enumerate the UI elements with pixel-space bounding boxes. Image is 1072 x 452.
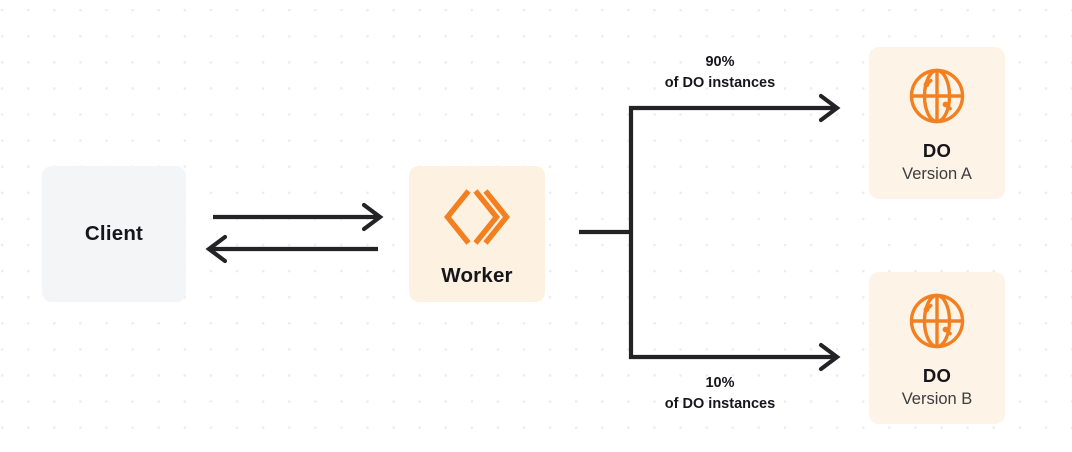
edge-label-do-a: 90% of DO instances — [620, 52, 820, 93]
edge-label-do-b-detail: of DO instances — [664, 395, 776, 412]
globe-icon — [907, 66, 967, 126]
edge-label-do-a-detail: of DO instances — [664, 74, 776, 91]
arrow-worker-to-do-a — [629, 93, 841, 123]
node-do-b-label: DO — [922, 364, 952, 386]
node-do-a-sublabel: Version A — [902, 164, 972, 183]
arrow-worker-to-do-b — [629, 342, 841, 372]
node-worker: Worker — [409, 166, 545, 302]
connector-worker-split — [579, 106, 634, 359]
cloudflare-workers-icon — [442, 186, 512, 248]
node-client-label: Client — [84, 222, 144, 245]
node-do-version-b: DO Version B — [869, 272, 1005, 424]
node-do-version-a: DO Version A — [869, 47, 1005, 199]
node-do-b-sublabel: Version B — [901, 389, 973, 408]
node-worker-label: Worker — [441, 264, 513, 287]
arrow-worker-to-client — [205, 234, 378, 264]
globe-icon — [907, 291, 967, 351]
edge-label-do-b: 10% of DO instances — [620, 373, 820, 414]
node-client: Client — [42, 166, 186, 302]
edge-label-do-b-percent: 10% — [705, 375, 735, 391]
node-do-a-label: DO — [922, 139, 952, 161]
edge-label-do-a-percent: 90% — [705, 54, 735, 70]
arrow-client-to-worker — [213, 202, 384, 232]
